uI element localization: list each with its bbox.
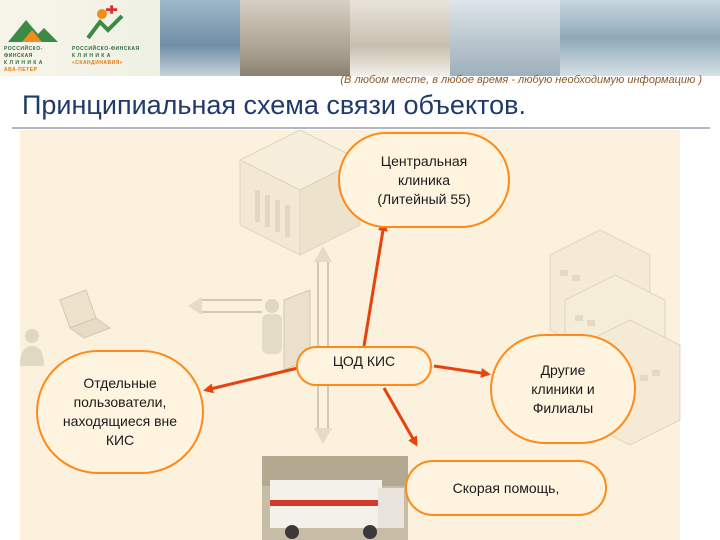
node-ambulance: Скорая помощь, [405, 460, 607, 516]
photo-surgeons [560, 0, 720, 76]
photo-doctor [350, 0, 450, 76]
photo-building [160, 0, 240, 76]
arrow-to-other [433, 364, 491, 378]
node-external-users-label: Отдельные пользователи, находящиеся вне … [62, 375, 178, 448]
node-other-clinics-label: Другие клиники и Филиалы [531, 361, 595, 416]
laptop-icon [59, 289, 112, 339]
arrow-to-central [362, 221, 388, 347]
tagline: (В любом месте, в любое время - любую не… [340, 74, 702, 86]
node-data-center: ЦОД КИС [296, 346, 432, 386]
page-title: Принципиальная схема связи объектов. [22, 90, 526, 120]
clinic-logo-ava-peter [8, 20, 58, 42]
user-silhouette-icon [20, 329, 44, 366]
vertical-link-lines [188, 246, 332, 444]
node-ambulance-label: Скорая помощь, [452, 479, 560, 496]
node-external-users: Отдельные пользователи, находящиеся вне … [36, 350, 204, 474]
node-other-clinics: Другие клиники и Филиалы [490, 334, 636, 444]
photo-staff [240, 0, 350, 76]
node-central-clinic-label: Центральная клиника (Литейный 55) [377, 152, 471, 207]
arrow-to-users [203, 366, 299, 394]
clinic-logo-scandinavia [86, 5, 124, 40]
ambulance-photo [262, 456, 408, 540]
arrow-to-ambulance [382, 387, 418, 447]
node-data-center-label: ЦОД КИС [332, 353, 396, 369]
node-central-clinic: Центральная клиника (Литейный 55) [338, 132, 510, 228]
clinic-logo-ava-peter-text: РОССИЙСКО-ФИНСКАЯ К Л И Н И К А АВА-ПЕТЕ… [4, 46, 43, 73]
photo-equipment [450, 0, 560, 76]
header-photo-strip: РОССИЙСКО-ФИНСКАЯ К Л И Н И К А АВА-ПЕТЕ… [0, 0, 720, 76]
title-divider [12, 127, 710, 129]
clinic-logo-scandinavia-text: РОССИЙСКО-ФИНСКАЯ К Л И Н И К А «СКАНДИН… [72, 46, 140, 66]
